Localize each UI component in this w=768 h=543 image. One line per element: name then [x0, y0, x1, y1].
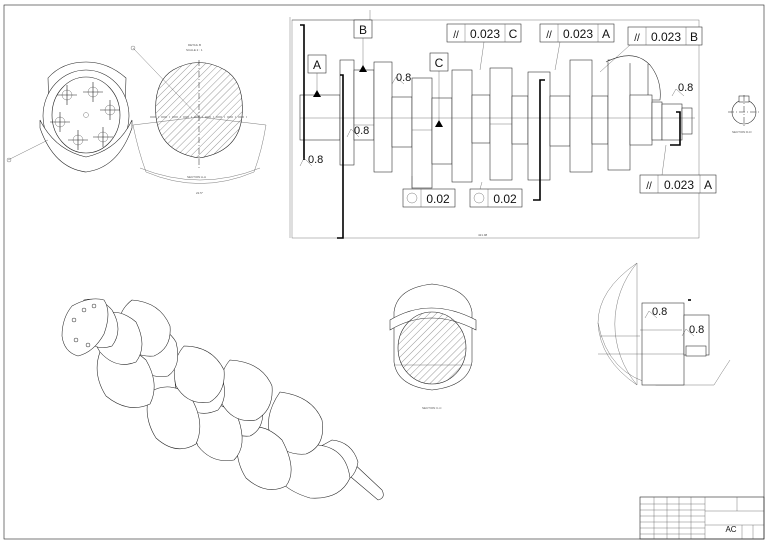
roughness-mark-5: 0.8 [644, 306, 667, 319]
svg-text:B: B [359, 23, 367, 37]
tolerance-frame-5: 0.02 [402, 176, 456, 208]
svg-text:0.023: 0.023 [651, 30, 681, 44]
tolerance-frame-1: // 0.023 C [446, 23, 522, 71]
svg-text://: // [634, 33, 640, 44]
svg-text:A: A [313, 58, 321, 72]
svg-text:421.98: 421.98 [478, 233, 488, 237]
svg-text:0.8: 0.8 [396, 72, 411, 84]
roughness-mark-3: 0.8 [391, 72, 411, 85]
svg-text:SCALE 2 : 1: SCALE 2 : 1 [186, 48, 203, 52]
datum-b: B [353, 19, 373, 72]
keyway-section: SECTION D-D [728, 95, 760, 134]
svg-text:0.02: 0.02 [426, 192, 450, 206]
isometric-view [61, 298, 384, 501]
roughness-mark-1: 0.8 [299, 154, 323, 167]
svg-text:0.8: 0.8 [678, 82, 693, 94]
svg-text:SECTION C-C: SECTION C-C [422, 406, 442, 410]
roughness-mark-2: 0.8 [346, 125, 369, 138]
sheet-border [3, 4, 765, 540]
roughness-mark-4: 0.8 [671, 82, 693, 97]
svg-text:SECTION A-A: SECTION A-A [187, 175, 206, 179]
front-view: 421.98 [289, 10, 717, 239]
detail-view: 0.8 0.8 [597, 262, 731, 386]
svg-text:0.023: 0.023 [470, 27, 500, 41]
datum-a: A [307, 54, 327, 97]
section-view-b: SECTION C-C [389, 283, 477, 410]
datum-c: C [429, 52, 449, 127]
section-view-a: DETAIL B SCALE 2 : 1 SECTION A-A 22.5° [130, 43, 267, 195]
tolerance-frame-2: // 0.023 A [539, 23, 615, 71]
tolerance-frame-6: 0.02 [469, 181, 523, 208]
title-block-designation: AC [725, 525, 736, 534]
svg-text:C: C [509, 27, 518, 41]
tolerance-frame-3: // 0.023 B [599, 26, 703, 73]
tolerance-frame-4: // 0.023 A [639, 144, 717, 194]
svg-text:0.8: 0.8 [354, 125, 369, 137]
end-view [6, 61, 133, 173]
svg-text:SECTION D-D: SECTION D-D [732, 130, 752, 134]
svg-text:0.02: 0.02 [493, 192, 517, 206]
svg-text:0.023: 0.023 [664, 178, 694, 192]
svg-text:DETAIL B: DETAIL B [188, 43, 201, 47]
svg-text://: // [646, 181, 652, 192]
svg-text:0.8: 0.8 [652, 306, 667, 318]
svg-text:0.8: 0.8 [308, 154, 323, 166]
svg-text:22.5°: 22.5° [196, 191, 204, 195]
svg-text://: // [546, 30, 552, 41]
svg-text:A: A [704, 178, 712, 192]
svg-text:0.8: 0.8 [689, 324, 704, 336]
title-block: AC [639, 496, 765, 540]
roughness-mark-6: 0.8 [681, 324, 704, 337]
svg-text:0.023: 0.023 [563, 27, 593, 41]
svg-text:A: A [602, 27, 610, 41]
svg-text:C: C [435, 56, 444, 70]
svg-text://: // [453, 30, 459, 41]
crankshaft-profile [299, 55, 695, 189]
svg-text:B: B [690, 30, 698, 44]
